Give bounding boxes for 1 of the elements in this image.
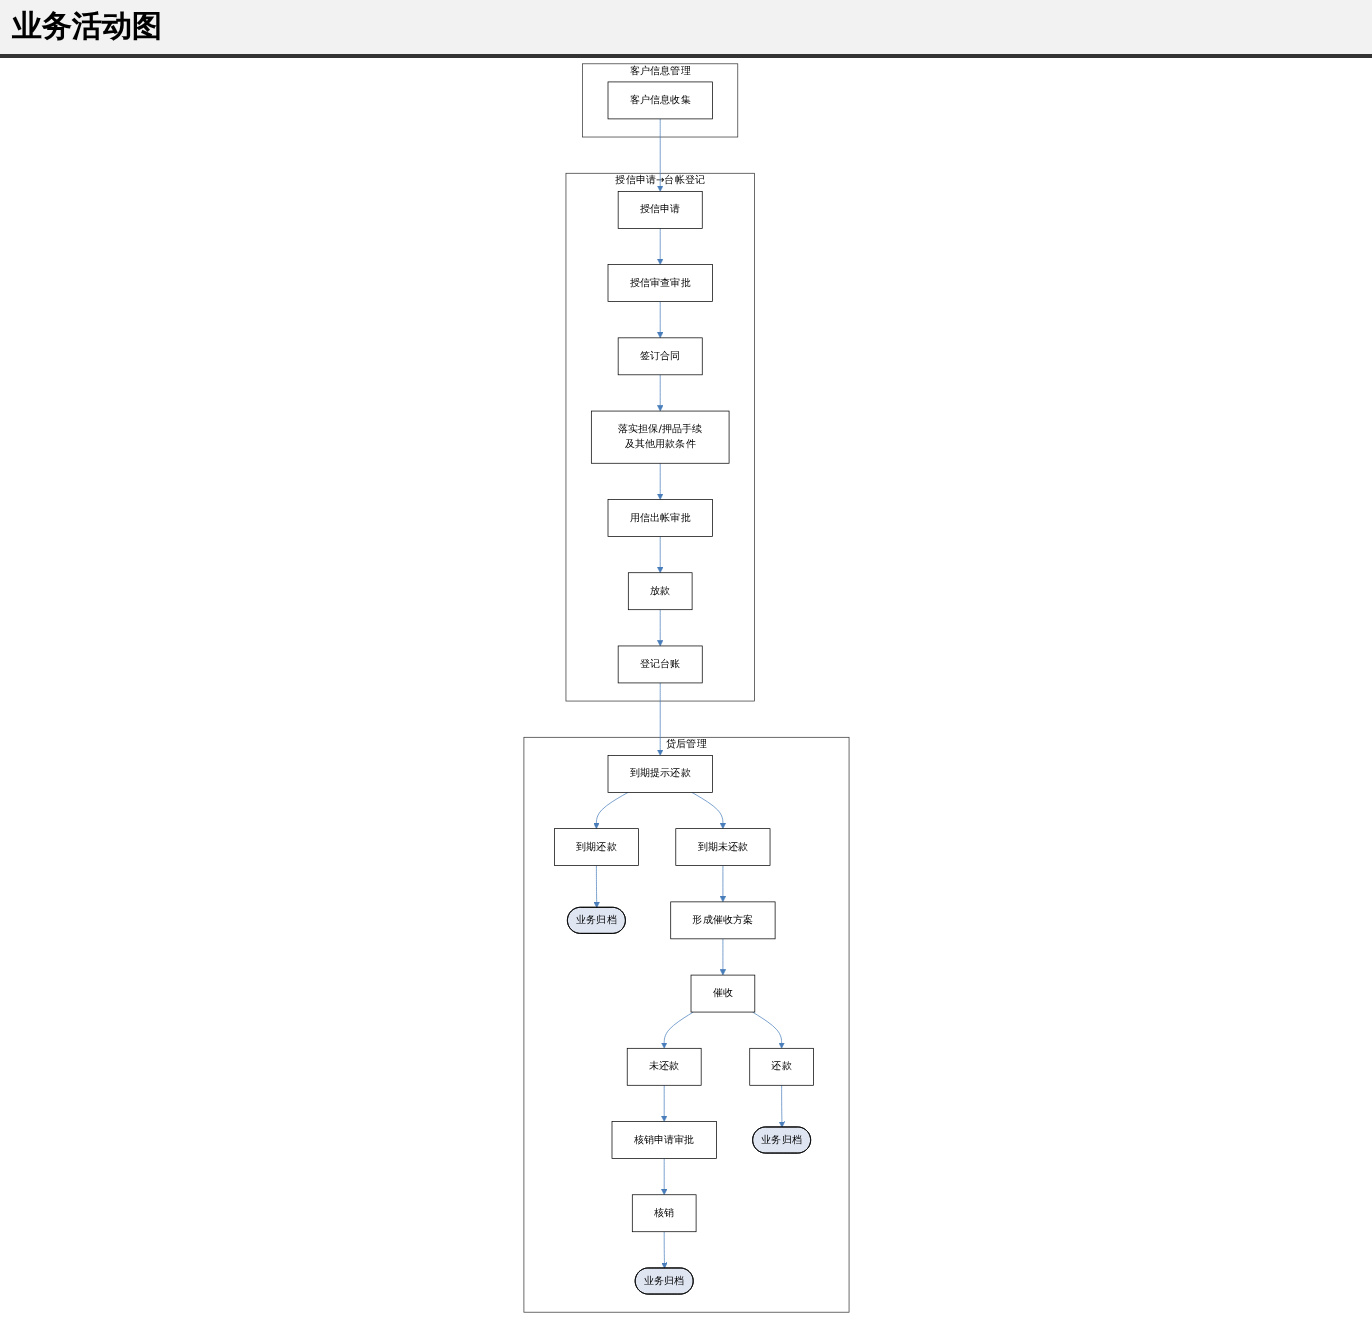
diagram-title: 业务活动图 [0, 0, 1372, 58]
